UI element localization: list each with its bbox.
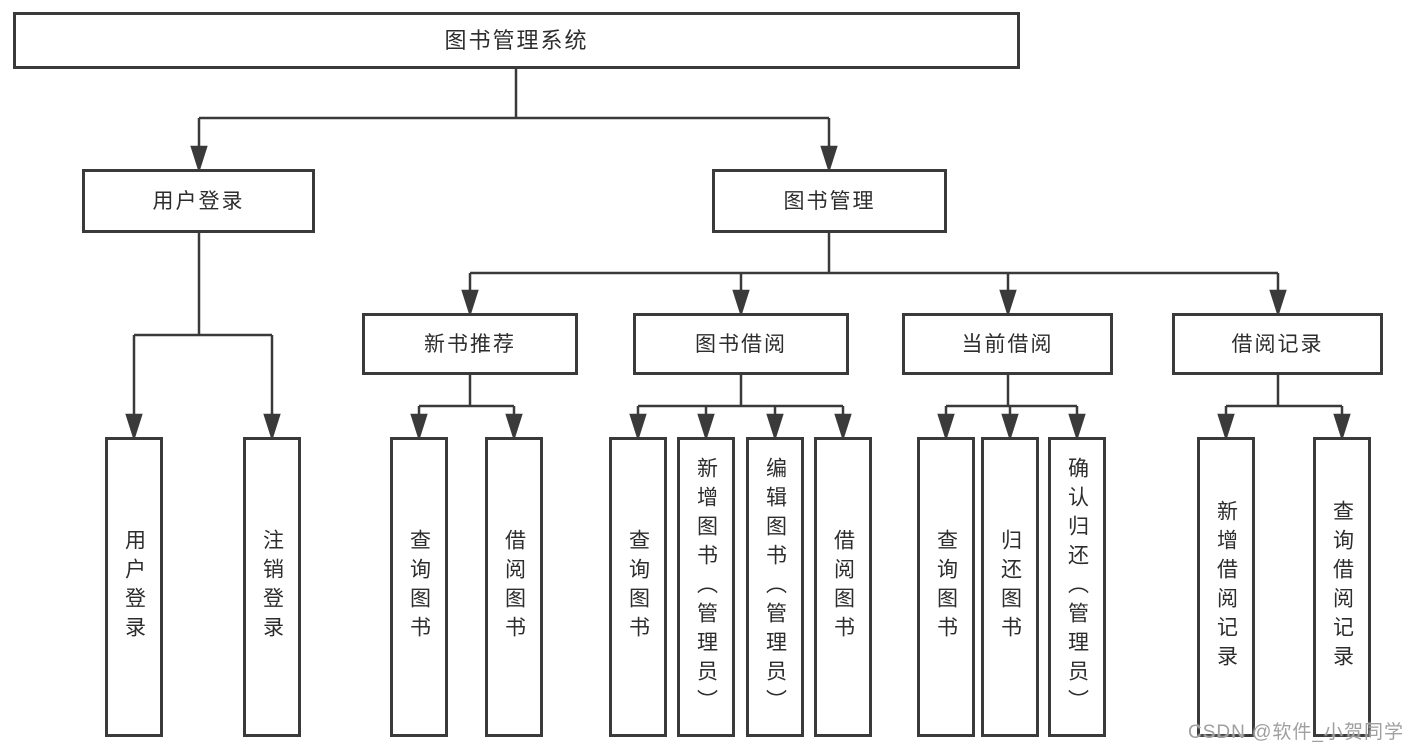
node-book-management-module: 图书管理 bbox=[712, 169, 947, 233]
leaf-add-borrow-record: 新增借阅记录 bbox=[1197, 437, 1255, 737]
node-user-login-module: 用户登录 bbox=[82, 169, 315, 233]
connector-bookmgmt-to-level3 bbox=[461, 233, 1287, 318]
connector-current-to-leaves bbox=[937, 375, 1086, 442]
leaf-return-books: 归还图书 bbox=[981, 437, 1039, 737]
leaf-query-borrow-record: 查询借阅记录 bbox=[1313, 437, 1371, 737]
leaf-query-books-2: 查询图书 bbox=[609, 437, 667, 737]
node-system-root: 图书管理系统 bbox=[13, 12, 1020, 69]
node-new-book-recommend: 新书推荐 bbox=[362, 313, 578, 375]
leaf-edit-books-admin: 编辑图书（管理员） bbox=[746, 437, 804, 737]
leaf-query-books-1: 查询图书 bbox=[390, 437, 448, 737]
node-current-borrowing: 当前借阅 bbox=[902, 313, 1113, 375]
connector-root-to-level2 bbox=[190, 68, 838, 174]
node-book-borrowing: 图书借阅 bbox=[633, 313, 849, 375]
connector-userlogin-to-leaves bbox=[125, 233, 281, 442]
connector-newbooks-to-leaves bbox=[410, 375, 523, 442]
leaf-confirm-return-admin: 确认归还（管理员） bbox=[1048, 437, 1106, 737]
csdn-watermark: CSDN @软件_小贺同学 bbox=[1188, 722, 1404, 743]
leaf-borrow-books-1: 借阅图书 bbox=[485, 437, 543, 737]
leaf-query-books-3: 查询图书 bbox=[917, 437, 975, 737]
leaf-user-login: 用户登录 bbox=[105, 437, 163, 737]
leaf-logout: 注销登录 bbox=[243, 437, 301, 737]
node-borrowing-records: 借阅记录 bbox=[1172, 313, 1383, 375]
leaf-borrow-books-2: 借阅图书 bbox=[814, 437, 872, 737]
leaf-add-books-admin: 新增图书（管理员） bbox=[677, 437, 735, 737]
connector-borrowing-to-leaves bbox=[629, 375, 852, 442]
connector-records-to-leaves bbox=[1217, 375, 1351, 442]
